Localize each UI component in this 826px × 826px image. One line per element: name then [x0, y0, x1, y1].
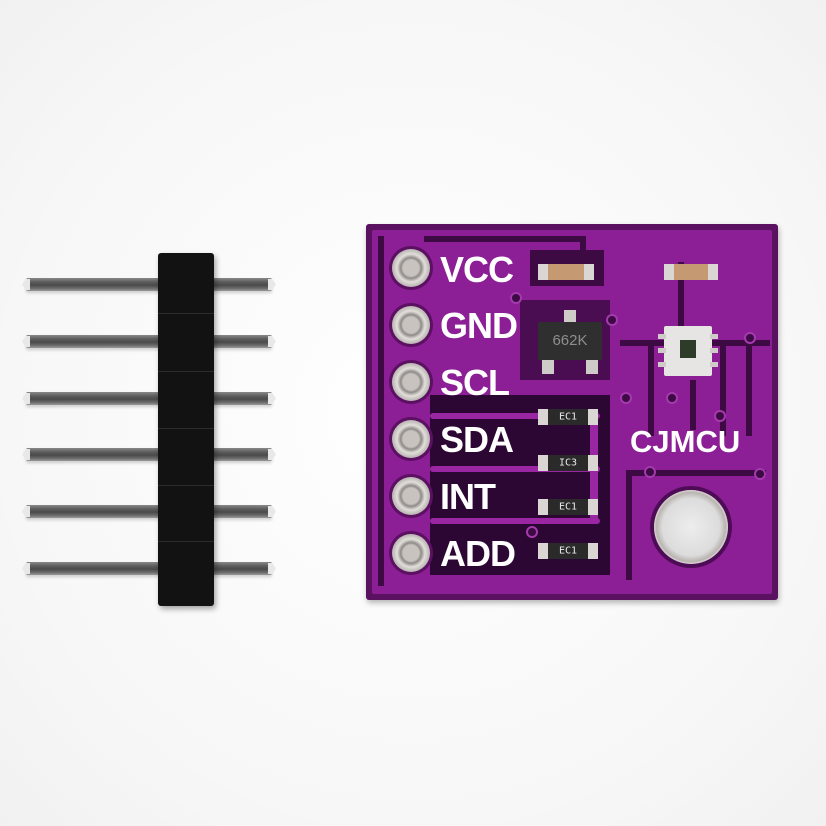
smd-capacitor [538, 264, 594, 280]
pcb-trace [430, 413, 600, 419]
solder-pad-add [392, 534, 430, 572]
pcb-trace [746, 346, 752, 436]
regulator-lead [564, 310, 576, 324]
solder-pad-scl [392, 363, 430, 401]
smd-resistor: IC3 [538, 455, 598, 471]
via [746, 334, 754, 342]
header-pin [26, 335, 272, 348]
pcb-trace [648, 346, 654, 436]
pin-label-scl: SCL [440, 362, 510, 403]
header-plastic-housing [158, 253, 214, 606]
via [646, 468, 654, 476]
pin-label-gnd: GND [440, 305, 518, 346]
pin-label-vcc: VCC [440, 249, 514, 290]
header-pin [26, 448, 272, 461]
smd-capacitor [664, 264, 718, 280]
pin-label-int: INT [440, 476, 496, 517]
pcb-trace [580, 236, 586, 276]
smd-resistor: EC1 [538, 409, 598, 425]
smd-resistor: EC1 [538, 543, 598, 559]
via [608, 316, 616, 324]
via [622, 394, 630, 402]
pcb-trace [678, 262, 684, 326]
voltage-regulator-chip: 662K [538, 322, 602, 360]
solder-pad-int [392, 477, 430, 515]
solder-pad-gnd [392, 306, 430, 344]
regulator-lead [586, 360, 598, 374]
sensor-die [680, 340, 696, 358]
mounting-hole [654, 490, 728, 564]
via [528, 528, 536, 536]
smd-resistor: EC1 [538, 499, 598, 515]
sensor-ic [658, 326, 718, 376]
header-pin [26, 278, 272, 291]
pcb-trace [626, 470, 632, 580]
pcb-trace [378, 236, 384, 586]
pin-label-add: ADD [440, 533, 516, 574]
header-pin [26, 562, 272, 575]
brand-silkscreen: CJMCU [630, 424, 741, 459]
via [512, 294, 520, 302]
regulator-marking: 662K [552, 332, 588, 349]
via [716, 412, 724, 420]
solder-pad-sda [392, 420, 430, 458]
via [668, 394, 676, 402]
pcb-trace [430, 466, 600, 472]
pcb-trace [424, 236, 584, 242]
pcb-trace [430, 518, 600, 524]
header-pin [26, 505, 272, 518]
solder-pad-vcc [392, 249, 430, 287]
pcb-trace [626, 470, 766, 476]
header-pin [26, 392, 272, 405]
pcb-trace [690, 380, 696, 430]
regulator-lead [542, 360, 554, 374]
via [756, 470, 764, 478]
pin-label-sda: SDA [440, 419, 514, 460]
pcb-trace [720, 346, 726, 436]
